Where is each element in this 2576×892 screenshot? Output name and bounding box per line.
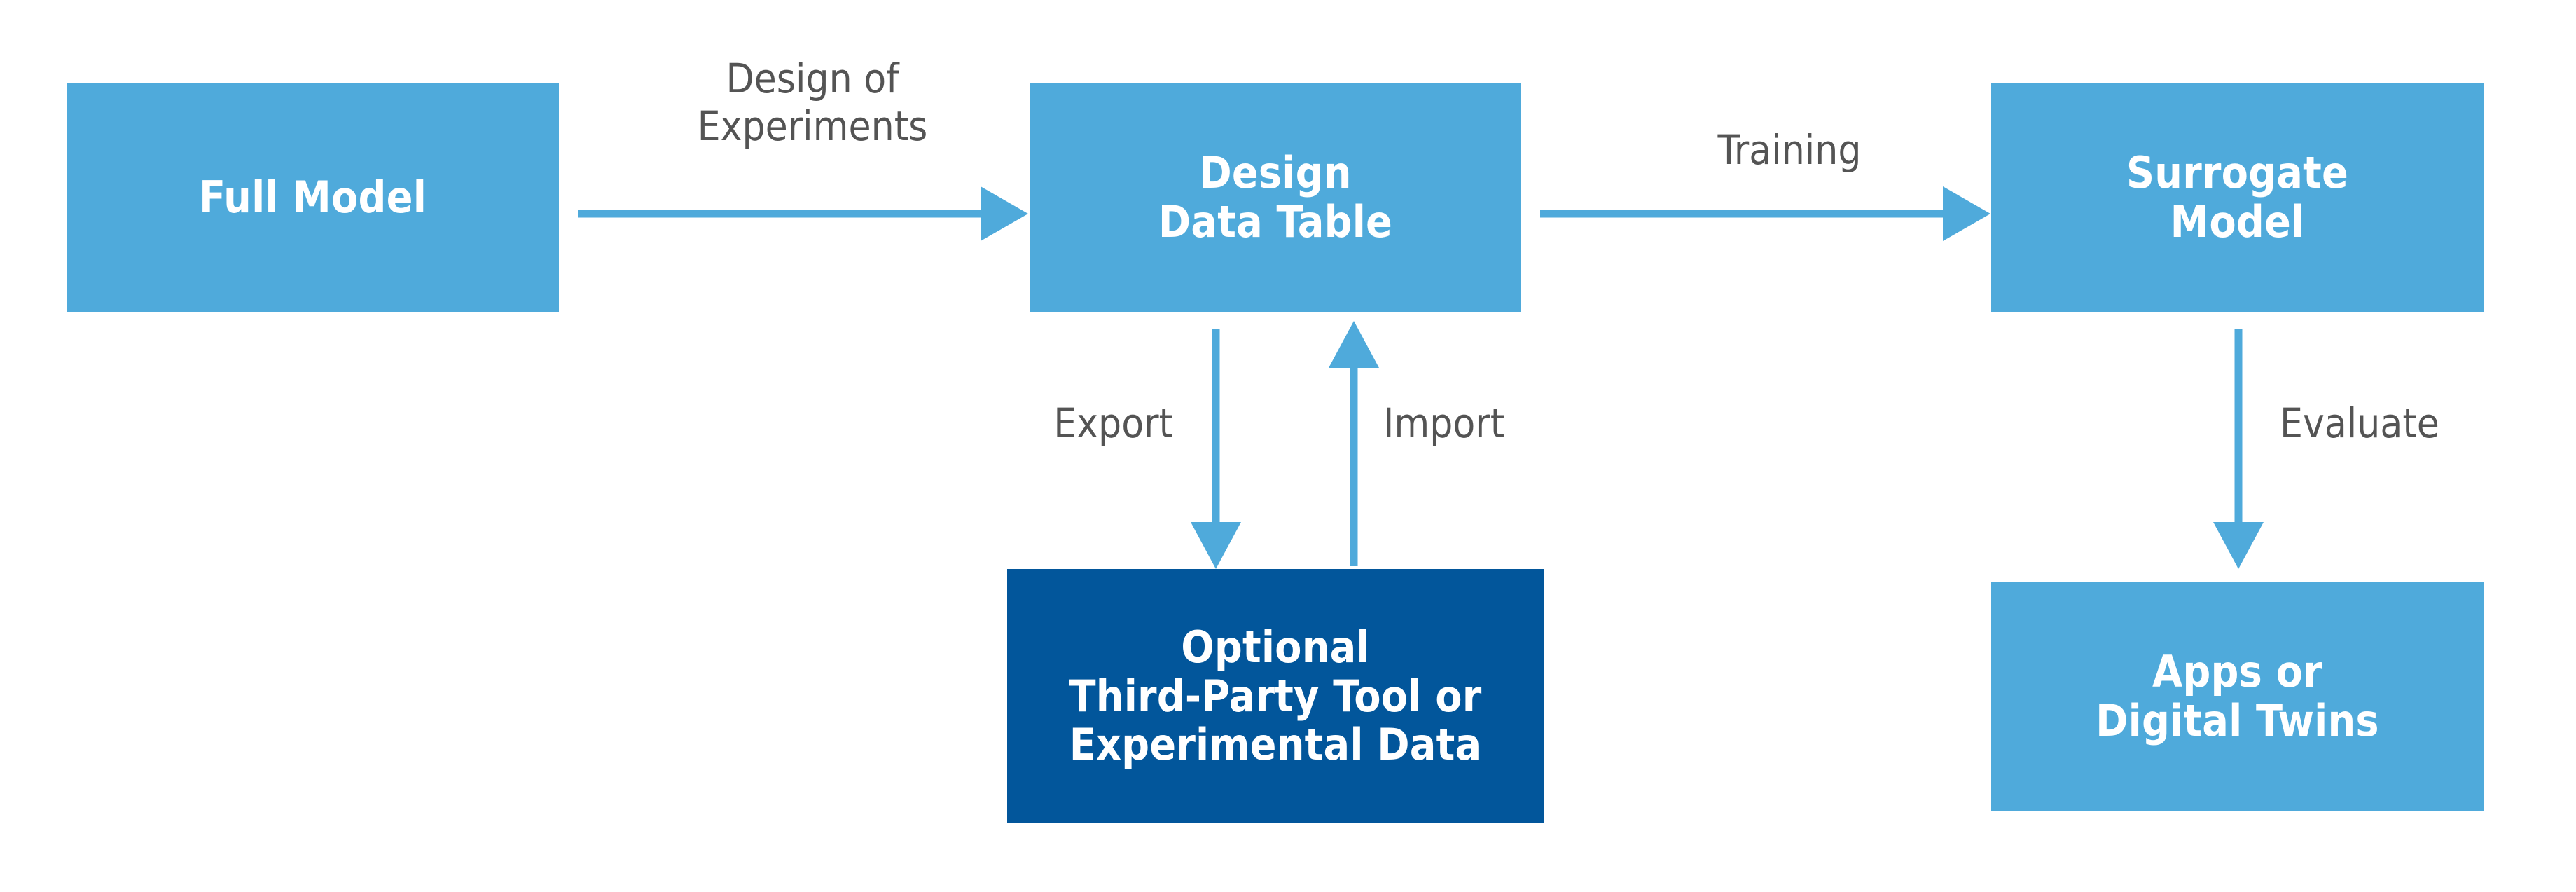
- node-optional-third-party-tool[interactable]: Optional Third-Party Tool or Experimenta…: [1007, 569, 1544, 823]
- arrow-evaluate: [2213, 329, 2264, 569]
- edge-label-design-of-experiments: Design of Experiments: [697, 55, 928, 151]
- edge-label-import: Import: [1383, 399, 1505, 447]
- node-surrogate-model-label: Surrogate Model: [2126, 147, 2349, 247]
- arrow-training: [1540, 186, 1990, 241]
- node-surrogate-model[interactable]: Surrogate Model: [1991, 83, 2484, 312]
- node-design-data-table[interactable]: Design Data Table: [1030, 83, 1521, 312]
- node-apps-or-digital-twins-label: Apps or Digital Twins: [2096, 646, 2379, 746]
- edge-label-evaluate: Evaluate: [2280, 399, 2439, 447]
- node-apps-or-digital-twins[interactable]: Apps or Digital Twins: [1991, 582, 2484, 811]
- node-full-model[interactable]: Full Model: [67, 83, 559, 312]
- arrow-export: [1191, 329, 1241, 569]
- arrow-import: [1329, 321, 1379, 566]
- node-optional-third-party-tool-label: Optional Third-Party Tool or Experimenta…: [1069, 622, 1482, 771]
- node-design-data-table-label: Design Data Table: [1158, 147, 1393, 247]
- edge-label-export: Export: [1053, 399, 1173, 447]
- edge-label-training: Training: [1717, 126, 1862, 174]
- arrow-design-of-experiments: [578, 186, 1028, 241]
- node-full-model-label: Full Model: [198, 171, 427, 223]
